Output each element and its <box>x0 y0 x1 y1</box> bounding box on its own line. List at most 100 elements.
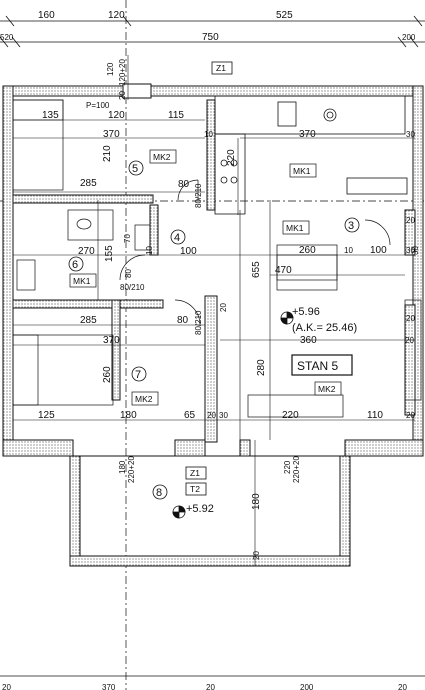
interior-dim-lines <box>13 55 415 566</box>
mk1-living-label: MK1 <box>286 223 304 233</box>
dim-30-d: 30 <box>411 246 420 255</box>
dim-260-a: 260 <box>299 245 316 256</box>
bottom-dim-370: 370 <box>102 683 116 690</box>
dim-370-room7: 370 <box>103 335 120 346</box>
dim-285-bedroom: 285 <box>80 178 97 189</box>
room-number-8: 8 <box>156 487 162 499</box>
balcony <box>69 455 351 567</box>
dim-120: 120 <box>108 110 125 121</box>
interior-dimension-texts: 135 120 115 370 285 370 10 30 80 270 100… <box>38 110 415 421</box>
room-number-6: 6 <box>72 259 78 271</box>
dim-80-b: 80 <box>124 269 133 278</box>
dim-80-210-b: 80/210 <box>120 283 145 292</box>
kitchen-counter <box>214 95 408 215</box>
dim-180-a: 180 <box>120 410 137 421</box>
dim-655: 655 <box>251 261 262 278</box>
bottom-dim-20-b: 20 <box>206 683 215 690</box>
mk1-bath-label: MK1 <box>73 276 91 286</box>
z1-tag-boxes <box>185 61 233 496</box>
top-dim-160: 160 <box>38 10 55 21</box>
dim-135: 135 <box>42 110 59 121</box>
dim-65: 65 <box>184 410 196 421</box>
bottom-dim-200: 200 <box>300 683 314 690</box>
living-furniture <box>247 244 422 418</box>
dim-20-a: 20 <box>405 336 414 345</box>
dim-180-b: 180 <box>118 460 127 474</box>
opening-label-p100: P=100 <box>86 101 110 110</box>
room-number-circles <box>68 160 360 500</box>
dim-30-b: 30 <box>406 246 415 255</box>
dim-155: 155 <box>104 245 115 262</box>
dim-360: 360 <box>300 335 317 346</box>
dim-10-b: 10 <box>344 246 353 255</box>
dim-20-f: 20 <box>118 91 127 100</box>
dim-10-c: 10 <box>145 246 154 255</box>
top-dim-750: 750 <box>202 32 219 43</box>
door-swings <box>119 179 391 326</box>
dim-260-b: 260 <box>102 366 113 383</box>
t2-balcony-label: T2 <box>190 484 200 494</box>
dim-110: 110 <box>367 410 383 421</box>
room7-bed <box>12 334 114 406</box>
material-tag-boxes <box>69 149 342 406</box>
dim-10-a: 10 <box>204 130 213 139</box>
dim-80-c: 80 <box>177 315 189 326</box>
dim-270: 270 <box>78 246 95 257</box>
dim-20-h: 20 <box>406 314 415 323</box>
dim-20-e: 20 <box>252 551 261 560</box>
living-level-value: +5.96 <box>292 306 320 318</box>
dim-20-b: 20 <box>219 303 228 312</box>
top-dim-525: 525 <box>276 10 293 21</box>
room-number-5: 5 <box>132 163 138 175</box>
dim-220-b: 220 <box>282 410 299 421</box>
dim-30-a: 30 <box>406 130 415 139</box>
dim-370-kitchen: 370 <box>299 129 316 140</box>
mk1-kitchen-label: MK1 <box>293 166 311 176</box>
dim-80-210-a: 80/210 <box>194 183 203 208</box>
absolute-level-value: (A.K.= 25.46) <box>292 322 357 334</box>
top-dim-120: 120 <box>108 10 125 21</box>
dim-280: 280 <box>256 359 267 376</box>
room-number-4: 4 <box>174 232 180 244</box>
room-number-3: 3 <box>348 220 354 232</box>
z1-top-label: Z1 <box>216 63 226 73</box>
dim-100-a: 100 <box>180 246 197 257</box>
bathroom-fixtures <box>16 209 151 291</box>
top-dim-200: 200 <box>402 33 416 42</box>
dim-125: 125 <box>38 410 55 421</box>
dim-20-g: 20 <box>406 216 415 225</box>
z1-balcony-label: Z1 <box>190 468 200 478</box>
dim-220-c: 220 <box>283 460 292 474</box>
unit-name: STAN 5 <box>297 359 338 373</box>
level-marker-living <box>280 311 294 325</box>
dim-285-room7: 285 <box>80 315 97 326</box>
balcony-level-value: +5.92 <box>186 503 214 515</box>
level-marker-balcony <box>172 505 186 519</box>
interior-walls <box>12 99 416 443</box>
dim-115: 115 <box>168 110 184 121</box>
dim-30-c: 30 <box>219 411 228 420</box>
dim-220-20-a: 220+20 <box>127 456 136 483</box>
dim-20-c: 20 <box>207 411 216 420</box>
dim-120-b: 120 <box>106 62 115 76</box>
dim-70: 70 <box>123 234 132 243</box>
dim-220-20-b: 220+20 <box>292 456 301 483</box>
dim-20-d: 20 <box>406 411 415 420</box>
bottom-dim-20-c: 20 <box>398 683 407 690</box>
mk2-bedroom-label: MK2 <box>153 152 171 162</box>
dim-210: 210 <box>102 145 113 162</box>
dim-470: 470 <box>275 265 292 276</box>
rotated-dimension-texts: 210 220 80/210 70 155 655 80 80/210 260 … <box>102 59 420 560</box>
unit-name-box <box>291 354 353 376</box>
dim-100-b: 100 <box>370 245 387 256</box>
top-dim-520: 520 <box>0 33 14 42</box>
mk2-room7-label: MK2 <box>135 394 153 404</box>
dim-370-bedroom: 370 <box>103 129 120 140</box>
mk2-living-label: MK2 <box>318 384 336 394</box>
top-dimension-lines <box>0 15 425 48</box>
bottom-dim-20-a: 20 <box>2 683 11 690</box>
dim-120-20: 120+20 <box>118 59 127 86</box>
dim-220-a: 220 <box>226 149 237 166</box>
room-number-7: 7 <box>135 369 141 381</box>
